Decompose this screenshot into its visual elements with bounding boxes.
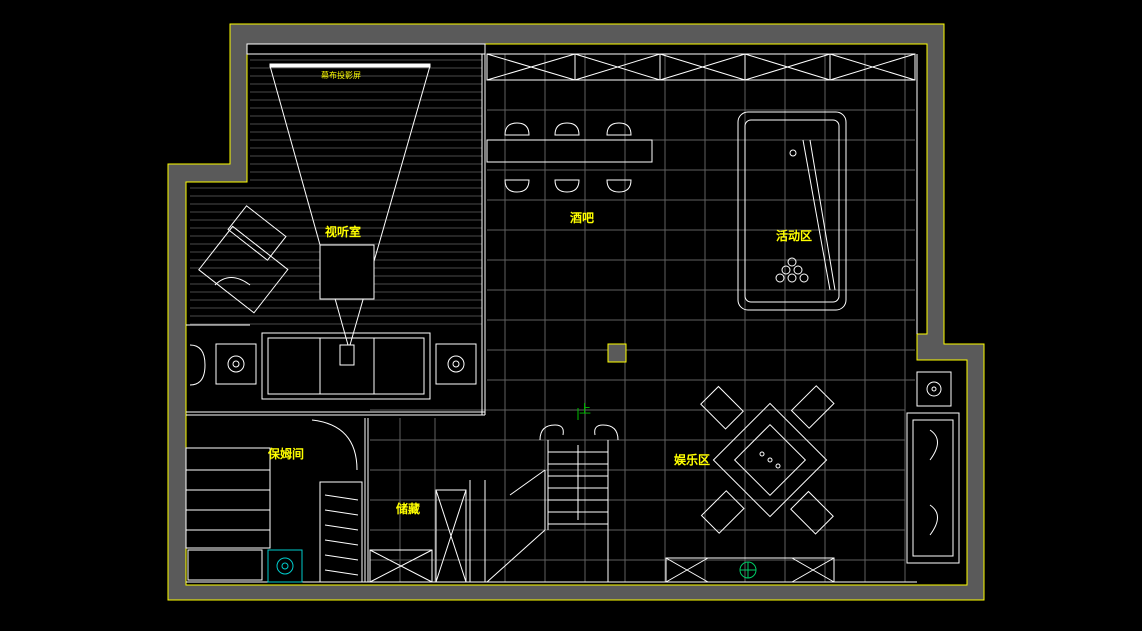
room-label-media: 视听室	[325, 225, 362, 239]
sofa-icon	[906, 412, 960, 564]
wardrobe	[319, 481, 363, 583]
media-room-floor-hatch	[190, 59, 482, 325]
plant-icon	[739, 561, 757, 579]
room-label-bar: 酒吧	[570, 211, 595, 225]
bar-counter	[486, 122, 653, 193]
sofa-icon	[261, 332, 431, 400]
bar-stool	[504, 122, 632, 193]
screen-label: 幕布投影屏	[321, 71, 361, 80]
exterior-wall	[167, 23, 985, 601]
tv-cabinet	[665, 557, 835, 583]
media-table	[319, 244, 375, 300]
column	[607, 343, 627, 363]
interior-walls	[186, 43, 918, 583]
storage-cabinet	[369, 489, 467, 583]
mahjong-table-icon	[700, 385, 835, 535]
door-swing	[189, 344, 206, 386]
pool-table-icon	[737, 111, 847, 311]
door-swing	[311, 419, 358, 471]
room-label-entertainment: 娱乐区	[674, 453, 711, 467]
lounge-chair	[198, 205, 289, 314]
speaker-icon	[267, 549, 303, 583]
projector-screen	[269, 63, 431, 366]
bar-cabinet-strip	[486, 53, 916, 81]
room-label-storage: 储藏	[396, 502, 421, 516]
room-label-activity: 活动区	[776, 229, 813, 243]
floor-tile-grid	[370, 54, 915, 582]
room-label-nanny: 保姆间	[268, 447, 305, 461]
bed-icon	[185, 447, 271, 581]
staircase	[486, 424, 619, 583]
stair-up-label: 上	[579, 402, 592, 416]
speaker-icon	[215, 343, 952, 407]
